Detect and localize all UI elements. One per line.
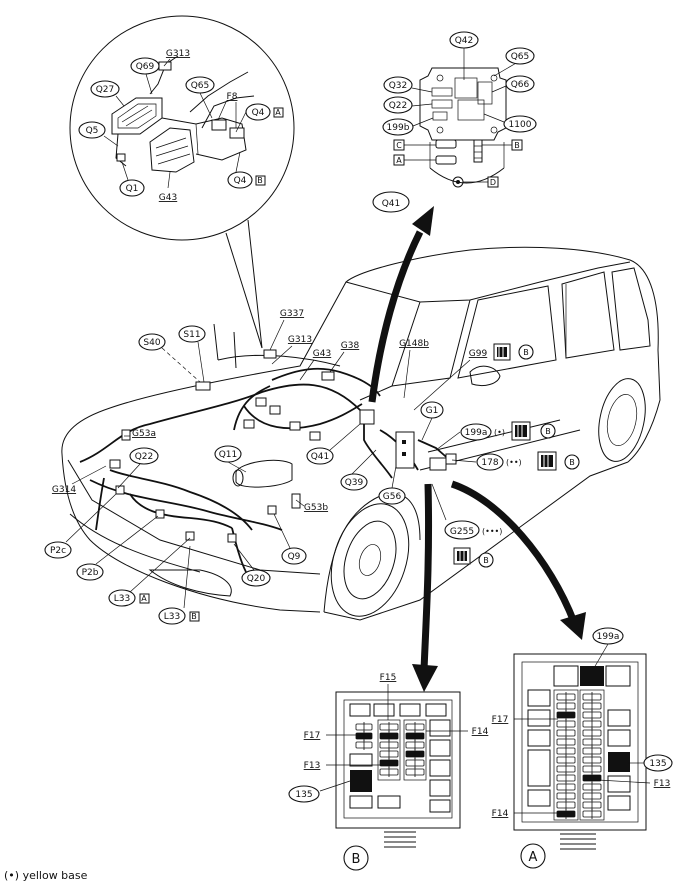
connector-icons: B B B B — [453, 343, 580, 568]
svg-text:F8: F8 — [227, 92, 238, 102]
svg-text:G53b: G53b — [304, 503, 328, 513]
svg-text:S40: S40 — [143, 338, 160, 348]
car-callouts: G337 G313 S11 S40 G43 G38 G148b G99 G53a… — [44, 309, 522, 625]
svg-text:199b: 199b — [387, 123, 410, 133]
arrow-to-panel-b — [412, 483, 438, 692]
svg-text:B: B — [352, 852, 361, 867]
svg-text:B: B — [191, 612, 197, 621]
svg-text:G99: G99 — [469, 349, 488, 359]
svg-text:Q27: Q27 — [96, 85, 115, 95]
svg-text:F17: F17 — [492, 715, 509, 725]
svg-text:A: A — [275, 108, 281, 117]
svg-text:F14: F14 — [472, 727, 489, 737]
svg-text:B: B — [483, 556, 489, 565]
svg-text:1100: 1100 — [509, 120, 532, 130]
legend-yellow-base: (•) yellow base — [4, 869, 88, 882]
panel-a-callouts: 199a F17 135 F13 F14 A — [492, 627, 673, 869]
svg-text:Q42: Q42 — [455, 36, 474, 46]
svg-text:A: A — [141, 594, 147, 603]
svg-text:A: A — [529, 850, 538, 865]
svg-text:F13: F13 — [654, 779, 671, 789]
svg-text:B: B — [523, 348, 529, 357]
svg-text:L33: L33 — [114, 594, 130, 604]
svg-text:Q9: Q9 — [288, 552, 301, 562]
svg-text:178: 178 — [481, 458, 498, 468]
svg-text:Q65: Q65 — [511, 52, 530, 62]
inset-callouts: G313 Q69 Q27 Q65 F8 Q4 A Q5 Q4 B Q1 G43 — [78, 49, 284, 203]
arrow-to-q41: Q41 — [368, 191, 434, 403]
svg-text:Q32: Q32 — [389, 81, 408, 91]
svg-text:Q69: Q69 — [136, 62, 155, 72]
svg-text:G148b: G148b — [399, 339, 429, 349]
svg-text:B: B — [545, 427, 551, 436]
svg-text:G313: G313 — [288, 335, 312, 345]
svg-text:(•): (•) — [494, 428, 505, 437]
svg-text:Q4: Q4 — [234, 176, 247, 186]
svg-text:P2c: P2c — [50, 546, 66, 556]
svg-text:A: A — [396, 156, 402, 165]
svg-text:199a: 199a — [597, 632, 620, 642]
svg-text:Q1: Q1 — [126, 184, 139, 194]
svg-text:Q4: Q4 — [252, 108, 265, 118]
fuse-panel-a — [513, 653, 647, 850]
svg-text:Q5: Q5 — [86, 126, 99, 136]
svg-text:Q22: Q22 — [389, 101, 408, 111]
svg-text:135: 135 — [295, 790, 312, 800]
svg-text:C: C — [396, 141, 402, 150]
panel-b-callouts: F15 F17 F14 F13 135 B — [288, 673, 489, 871]
svg-text:F15: F15 — [380, 673, 397, 683]
svg-text:199a: 199a — [465, 428, 488, 438]
arrow-to-panel-a — [450, 480, 586, 640]
svg-text:G53a: G53a — [132, 429, 156, 439]
car-outline — [61, 246, 661, 621]
svg-text:F13: F13 — [304, 761, 321, 771]
svg-text:Q39: Q39 — [345, 478, 364, 488]
svg-text:G255: G255 — [450, 527, 474, 537]
svg-text:P2b: P2b — [82, 568, 99, 578]
svg-text:Q66: Q66 — [511, 80, 530, 90]
svg-text:G1: G1 — [426, 406, 439, 416]
svg-text:B: B — [569, 458, 575, 467]
svg-text:G38: G38 — [341, 341, 360, 351]
fuse-panel-b — [335, 691, 461, 848]
control-unit-q42 — [419, 67, 507, 188]
svg-text:L33: L33 — [164, 612, 180, 622]
heater-inset — [69, 15, 295, 349]
svg-text:D: D — [490, 178, 496, 187]
svg-text:F14: F14 — [492, 809, 509, 819]
svg-text:G313: G313 — [166, 49, 190, 59]
svg-text:S11: S11 — [183, 330, 200, 340]
svg-text:(•••): (•••) — [482, 527, 502, 536]
svg-text:Q41: Q41 — [382, 199, 401, 209]
svg-text:G43: G43 — [313, 349, 331, 359]
svg-text:Q20: Q20 — [247, 574, 266, 584]
svg-text:Q22: Q22 — [135, 452, 154, 462]
q42-callouts: Q42 Q65 Q32 Q66 Q22 199b 1100 C A B D — [382, 31, 537, 188]
svg-text:(••): (••) — [506, 458, 522, 467]
svg-text:B: B — [514, 141, 520, 150]
svg-text:Q11: Q11 — [219, 450, 238, 460]
svg-text:G56: G56 — [383, 492, 402, 502]
svg-text:G43: G43 — [159, 193, 177, 203]
svg-text:G337: G337 — [280, 309, 304, 319]
svg-text:135: 135 — [649, 759, 666, 769]
svg-text:G314: G314 — [52, 485, 76, 495]
svg-text:Q41: Q41 — [311, 452, 330, 462]
svg-text:F17: F17 — [304, 731, 321, 741]
svg-text:B: B — [257, 176, 263, 185]
svg-text:Q65: Q65 — [191, 81, 210, 91]
